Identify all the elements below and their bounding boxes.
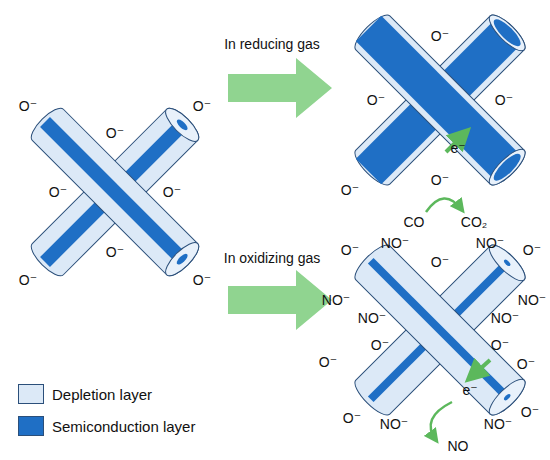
- nanowire-back: [350, 10, 530, 190]
- species-label: NO⁻: [381, 235, 409, 251]
- species-label: NO⁻: [476, 235, 504, 251]
- reaction-arrow: [426, 198, 462, 212]
- process-arrow: [228, 58, 332, 118]
- species-label: NO: [448, 438, 469, 454]
- condition-label: In oxidizing gas: [224, 250, 321, 266]
- species-label: O⁻: [106, 244, 124, 260]
- nanowire-front: [350, 10, 530, 190]
- species-label: O⁻: [19, 98, 37, 114]
- species-label: O⁻: [367, 92, 385, 108]
- species-label: e⁻: [450, 140, 465, 156]
- legend-text: Semiconduction layer: [52, 418, 195, 435]
- species-label: O⁻: [163, 184, 181, 200]
- species-label: O⁻: [521, 404, 539, 420]
- process-arrow: [228, 270, 332, 330]
- electron-arrow: [470, 360, 490, 378]
- species-label: O⁻: [371, 337, 389, 353]
- species-label: CO₂: [461, 214, 487, 230]
- species-label: NO⁻: [322, 292, 350, 308]
- species-label: O⁻: [19, 272, 37, 288]
- species-label: O⁻: [431, 254, 449, 270]
- nanowire-front: [27, 104, 204, 281]
- nanowire-back: [27, 104, 204, 281]
- species-label: O⁻: [193, 98, 211, 114]
- reaction-arrow: [431, 402, 452, 440]
- legend-item: Depletion layer: [18, 384, 152, 404]
- species-label: O⁻: [319, 354, 337, 370]
- species-label: CO: [404, 214, 425, 230]
- species-label: O⁻: [49, 184, 67, 200]
- species-label: O⁻: [491, 337, 509, 353]
- condition-label: In reducing gas: [224, 36, 320, 52]
- nanowire-front: [350, 240, 530, 420]
- species-label: NO⁻: [491, 310, 519, 326]
- species-label: O⁻: [523, 242, 541, 258]
- legend-swatch: [18, 384, 44, 404]
- species-label: O⁻: [517, 356, 535, 372]
- species-label: O⁻: [193, 272, 211, 288]
- legend-swatch: [18, 416, 44, 436]
- species-label: O⁻: [341, 242, 359, 258]
- nanowire-back: [350, 240, 530, 420]
- species-label: O⁻: [341, 182, 359, 198]
- species-label: O⁻: [343, 410, 361, 426]
- species-label: O⁻: [495, 92, 513, 108]
- species-label: NO⁻: [484, 416, 512, 432]
- species-label: O⁻: [431, 172, 449, 188]
- species-label: O⁻: [106, 125, 124, 141]
- legend-text: Depletion layer: [52, 386, 152, 403]
- species-label: NO⁻: [518, 292, 546, 308]
- species-label: NO⁻: [380, 416, 408, 432]
- species-label: O⁻: [431, 28, 449, 44]
- species-label: e⁻: [462, 382, 477, 398]
- legend-item: Semiconduction layer: [18, 416, 195, 436]
- species-label: NO⁻: [358, 310, 386, 326]
